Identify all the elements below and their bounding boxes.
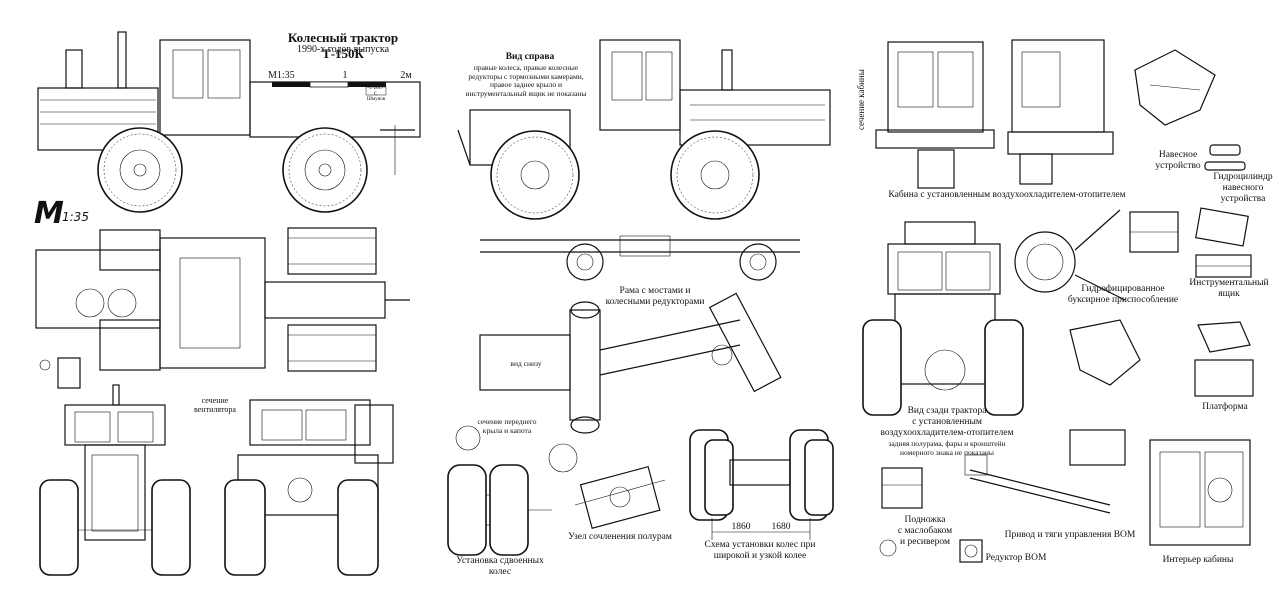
wheel-track-scheme (689, 429, 834, 540)
label-dual-wheels: Установка сдвоенных колес (456, 556, 544, 577)
label-fender-section: сечение переднего крыла и капота (477, 417, 537, 435)
label-wheel-scheme: Схема установки колес при широкой и узко… (704, 540, 816, 561)
frame-joint-drawing (574, 465, 666, 530)
label-hydro-cylinder: Гидроцилиндр навесного устройства (1213, 172, 1273, 204)
scale-mid: 1 (342, 70, 348, 81)
tractor-side-view (37, 31, 421, 213)
label-track-narrow: 1680 (771, 522, 791, 532)
label-toolbox: Инструментальный ящик (1189, 278, 1269, 299)
label-tow-device: Гидрофицированное буксирное приспособлен… (1067, 284, 1179, 305)
label-platform: Платформа (1202, 402, 1248, 412)
label-hitch: Навесное устройство (1155, 150, 1201, 171)
tractor-front-view (39, 384, 191, 576)
scale-end: 2м (400, 70, 412, 81)
attachment-drawings (1129, 49, 1254, 397)
label-bottom-view: вид снизу (510, 359, 542, 368)
label-cab-section: сечение кабины (856, 69, 866, 130)
label-cab-cooler: Кабина с установленным воздухоохладителе… (888, 190, 1126, 200)
frame-bottom-drawing (479, 292, 782, 434)
label-right-view-note: правые колеса, правые колесные редукторы… (465, 63, 587, 98)
step-drawing (879, 467, 923, 557)
label-frame-joint: Узел сочленения полурам (568, 532, 672, 542)
label-right-view: Вид справа (505, 52, 555, 62)
copyright: © 2017 С. Шмунов (366, 86, 386, 102)
label-pto-drive: Привод и тяги управления ВОМ (1004, 530, 1136, 540)
rear-view-with-cooler (862, 221, 1024, 416)
dual-wheels-drawing (447, 425, 578, 556)
cab-drawings (875, 39, 1114, 189)
cab-interior-drawing (1149, 439, 1251, 546)
label-fan-section: сечение вентилятора (194, 396, 236, 414)
fan-section-drawing (39, 357, 81, 389)
label-cab-interior: Интерьер кабины (1162, 555, 1234, 565)
label-pto-gear: Редуктор ВОМ (985, 553, 1047, 563)
scale-bar-graphic (272, 81, 387, 96)
logo-scale: 1:35 (62, 210, 89, 224)
label-step: Подножка с маслобаком и ресивером (897, 515, 953, 547)
scale-label: M1:35 (268, 70, 295, 81)
label-frame: Рама с мостами и колесными редукторами (605, 286, 705, 307)
tow-device-drawing (1014, 209, 1141, 386)
label-rear-view-note: задняя полурама, фары и кронштейн номерн… (888, 439, 1006, 457)
label-rear-view: Вид сзади трактора с установленным возду… (880, 406, 1014, 438)
tractor-right-side-view (457, 39, 831, 220)
label-track-wide: 1860 (731, 522, 751, 532)
drawing-title: Колесный трактор Т-150К (287, 30, 399, 61)
logo-letter: M (34, 196, 64, 231)
drawing-subtitle: 1990-х годов выпуска (296, 44, 390, 55)
tractor-top-view (35, 227, 410, 372)
frame-side-drawing (480, 235, 800, 281)
pto-drive-drawing (959, 429, 1126, 563)
tractor-rear-view (224, 399, 394, 576)
